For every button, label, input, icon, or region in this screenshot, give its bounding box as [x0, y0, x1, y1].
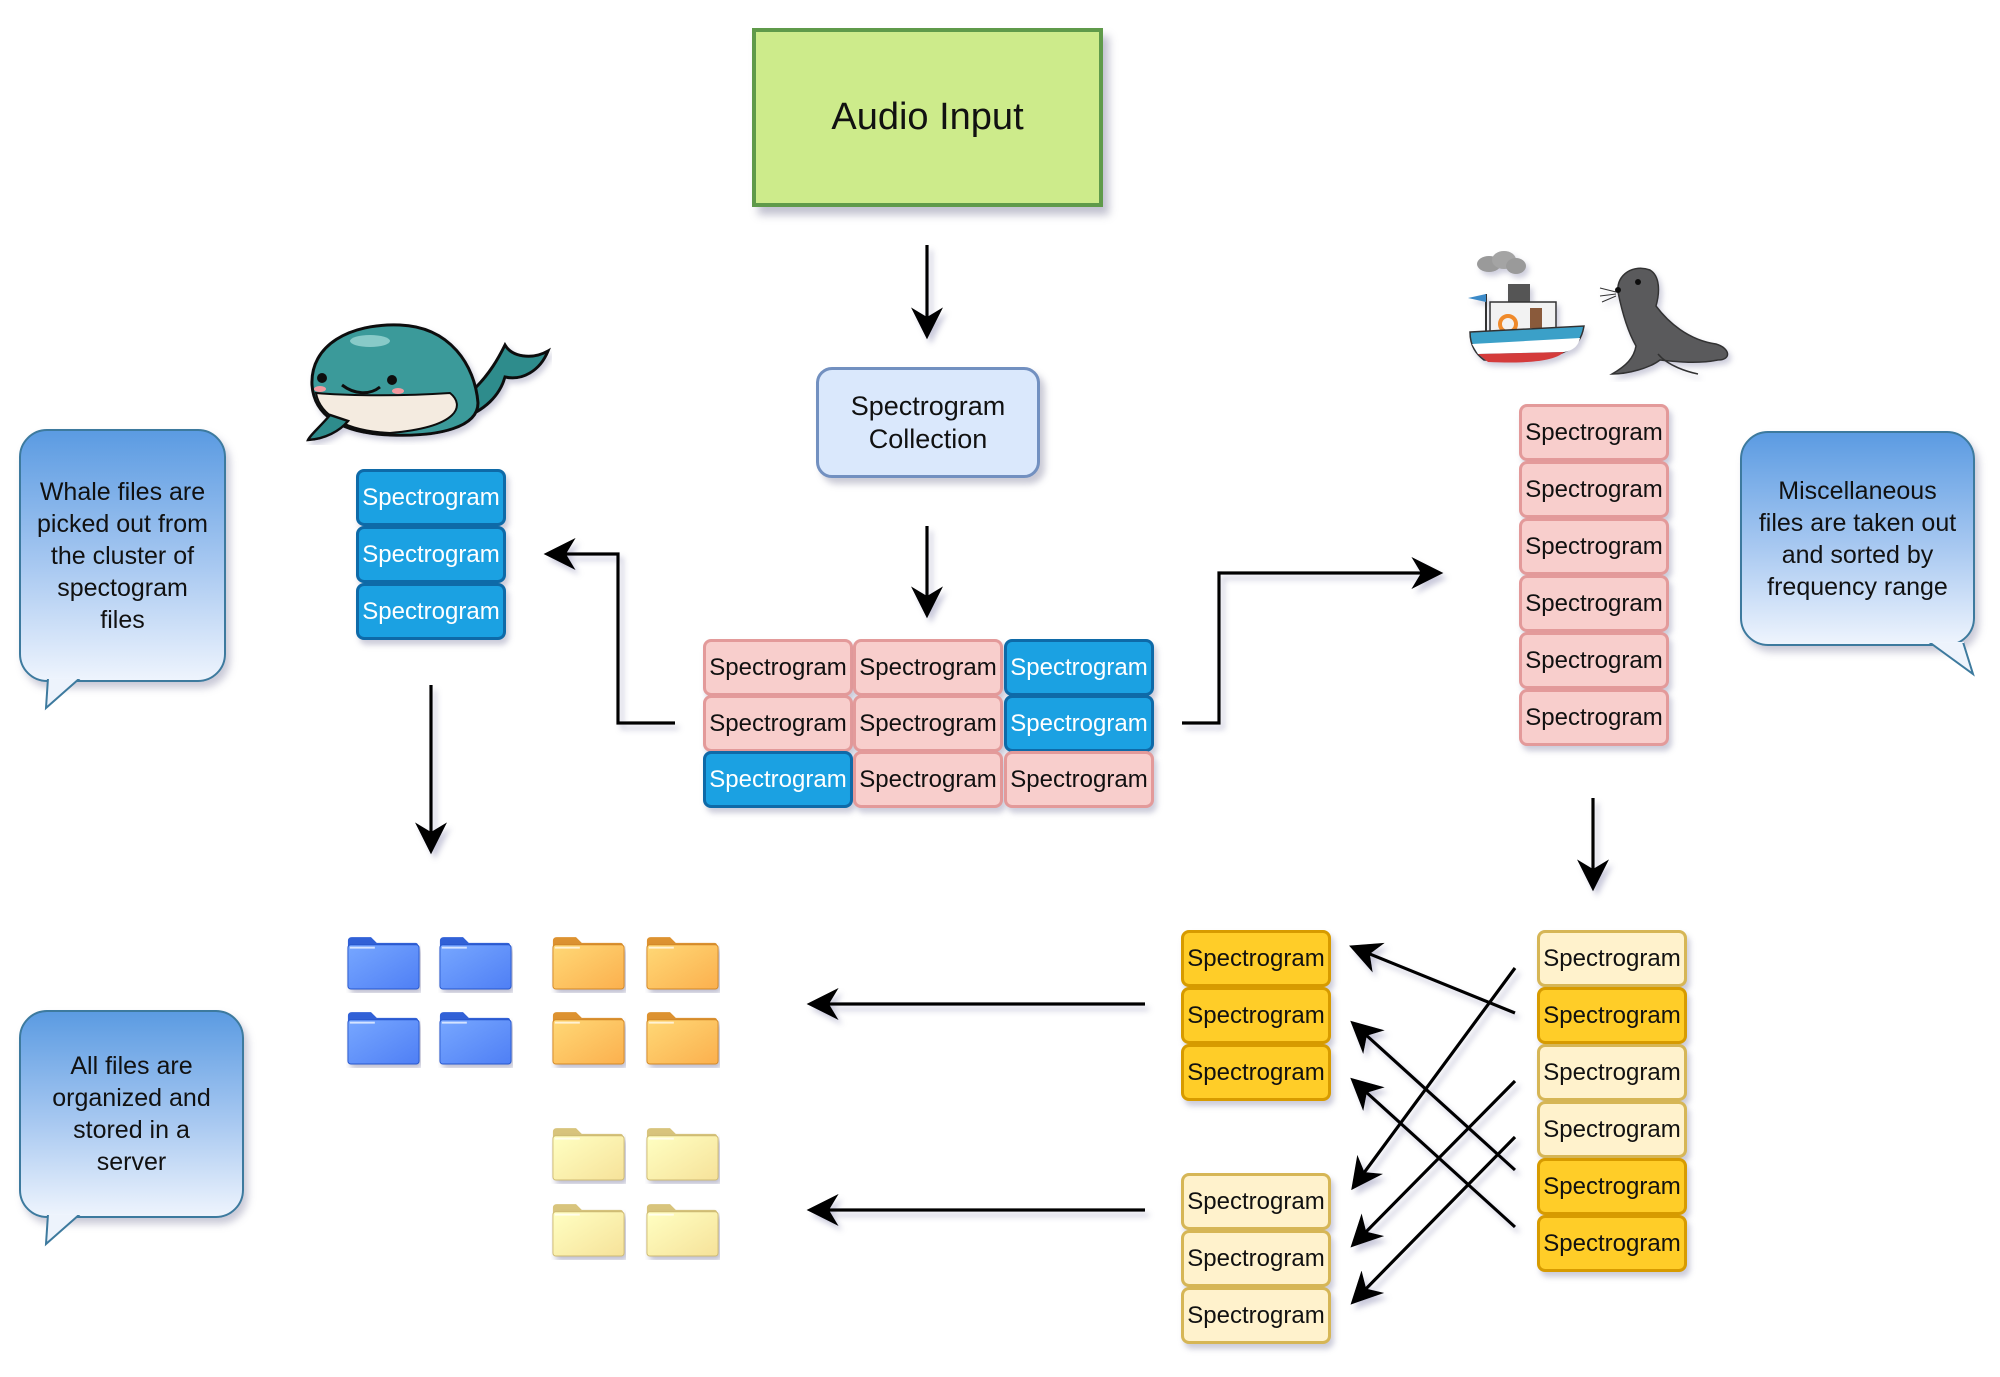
misc-spectrogram: Spectrogram: [1519, 461, 1669, 518]
callout-whale-tail: [44, 678, 81, 711]
misc-spectrogram: Spectrogram: [1519, 575, 1669, 632]
callout-whale-text: Whale files are picked out from the clus…: [37, 477, 208, 634]
whale-spectrogram: Spectrogram: [356, 526, 506, 583]
low-frequency-spectrogram: Spectrogram: [1181, 1287, 1331, 1344]
spectrogram-cell-pink: Spectrogram: [853, 639, 1003, 696]
sorting-spectrogram-cream: Spectrogram: [1537, 1044, 1687, 1101]
boat-icon: [1468, 251, 1585, 363]
low-frequency-spectrogram: Spectrogram: [1181, 1173, 1331, 1230]
spectrogram-cell-pink: Spectrogram: [703, 639, 853, 696]
sort-arrow-4-to-low-3: [1350, 1135, 1517, 1305]
callout-storage-tail: [44, 1214, 81, 1247]
arrow-grid-to-misc-stack: [1182, 557, 1444, 725]
sort-arrow-5-to-high-2: [1350, 1020, 1517, 1172]
callout-misc: Miscellaneous files are taken out and so…: [1740, 431, 1975, 646]
audio-input-label: Audio Input: [831, 96, 1024, 138]
whale-icon: [306, 323, 551, 442]
sorting-spectrogram-gold: Spectrogram: [1537, 1215, 1687, 1272]
sort-arrow-1-to-low-1: [1351, 967, 1517, 1191]
seal-icon: [1599, 267, 1729, 375]
folder-icon-yellow[interactable]: [551, 1126, 626, 1184]
high-frequency-spectrogram: Spectrogram: [1181, 987, 1331, 1044]
folder-icon-blue[interactable]: [346, 935, 421, 993]
audio-input-box: Audio Input: [752, 28, 1103, 207]
spectrogram-collection-box: Spectrogram Collection: [816, 367, 1040, 478]
high-frequency-spectrogram: Spectrogram: [1181, 1044, 1331, 1101]
spectrogram-cell-pink: Spectrogram: [853, 695, 1003, 752]
sorting-spectrogram-gold: Spectrogram: [1537, 1158, 1687, 1215]
spectrogram-cell-blue: Spectrogram: [1004, 639, 1154, 696]
collection-label-line2: Collection: [868, 423, 988, 454]
folder-icon-yellow[interactable]: [645, 1126, 720, 1184]
spectrogram-cell-pink: Spectrogram: [853, 751, 1003, 808]
spectrogram-cell-blue: Spectrogram: [1004, 695, 1154, 752]
sorting-spectrogram-cream: Spectrogram: [1537, 1101, 1687, 1158]
folder-icon-blue[interactable]: [438, 1010, 513, 1068]
misc-spectrogram: Spectrogram: [1519, 689, 1669, 746]
sorting-spectrogram-cream: Spectrogram: [1537, 930, 1687, 987]
callout-misc-text: Miscellaneous files are taken out and so…: [1758, 476, 1957, 601]
sort-arrow-2-to-high-1: [1349, 942, 1516, 1015]
misc-spectrogram: Spectrogram: [1519, 518, 1669, 575]
folder-icon-orange[interactable]: [645, 1010, 720, 1068]
sorting-spectrogram-gold: Spectrogram: [1537, 987, 1687, 1044]
whale-spectrogram: Spectrogram: [356, 583, 506, 640]
misc-spectrogram: Spectrogram: [1519, 404, 1669, 461]
folder-icon-orange[interactable]: [551, 1010, 626, 1068]
callout-whale: Whale files are picked out from the clus…: [19, 429, 226, 682]
callout-storage: All files are organized and stored in a …: [19, 1010, 244, 1218]
folder-icon-yellow[interactable]: [551, 1202, 626, 1260]
folder-icon-orange[interactable]: [551, 935, 626, 993]
misc-spectrogram: Spectrogram: [1519, 632, 1669, 689]
folder-icon-orange[interactable]: [645, 935, 720, 993]
spectrogram-cell-pink: Spectrogram: [703, 695, 853, 752]
folder-icon-blue[interactable]: [346, 1010, 421, 1068]
collection-label-line1: Spectrogram: [850, 390, 1006, 421]
spectrogram-cell-blue: Spectrogram: [703, 751, 853, 808]
folder-icon-yellow[interactable]: [645, 1202, 720, 1260]
sort-arrow-3-to-low-2: [1350, 1079, 1517, 1248]
high-frequency-spectrogram: Spectrogram: [1181, 930, 1331, 987]
callout-misc-tail: [1928, 642, 1975, 677]
callout-storage-text: All files are organized and stored in a …: [52, 1052, 211, 1176]
spectrogram-cell-pink: Spectrogram: [1004, 751, 1154, 808]
folder-icon-blue[interactable]: [438, 935, 513, 993]
whale-spectrogram: Spectrogram: [356, 469, 506, 526]
arrow-grid-to-whale-stack: [543, 538, 675, 725]
low-frequency-spectrogram: Spectrogram: [1181, 1230, 1331, 1287]
sort-arrow-6-to-high-3: [1350, 1077, 1517, 1229]
